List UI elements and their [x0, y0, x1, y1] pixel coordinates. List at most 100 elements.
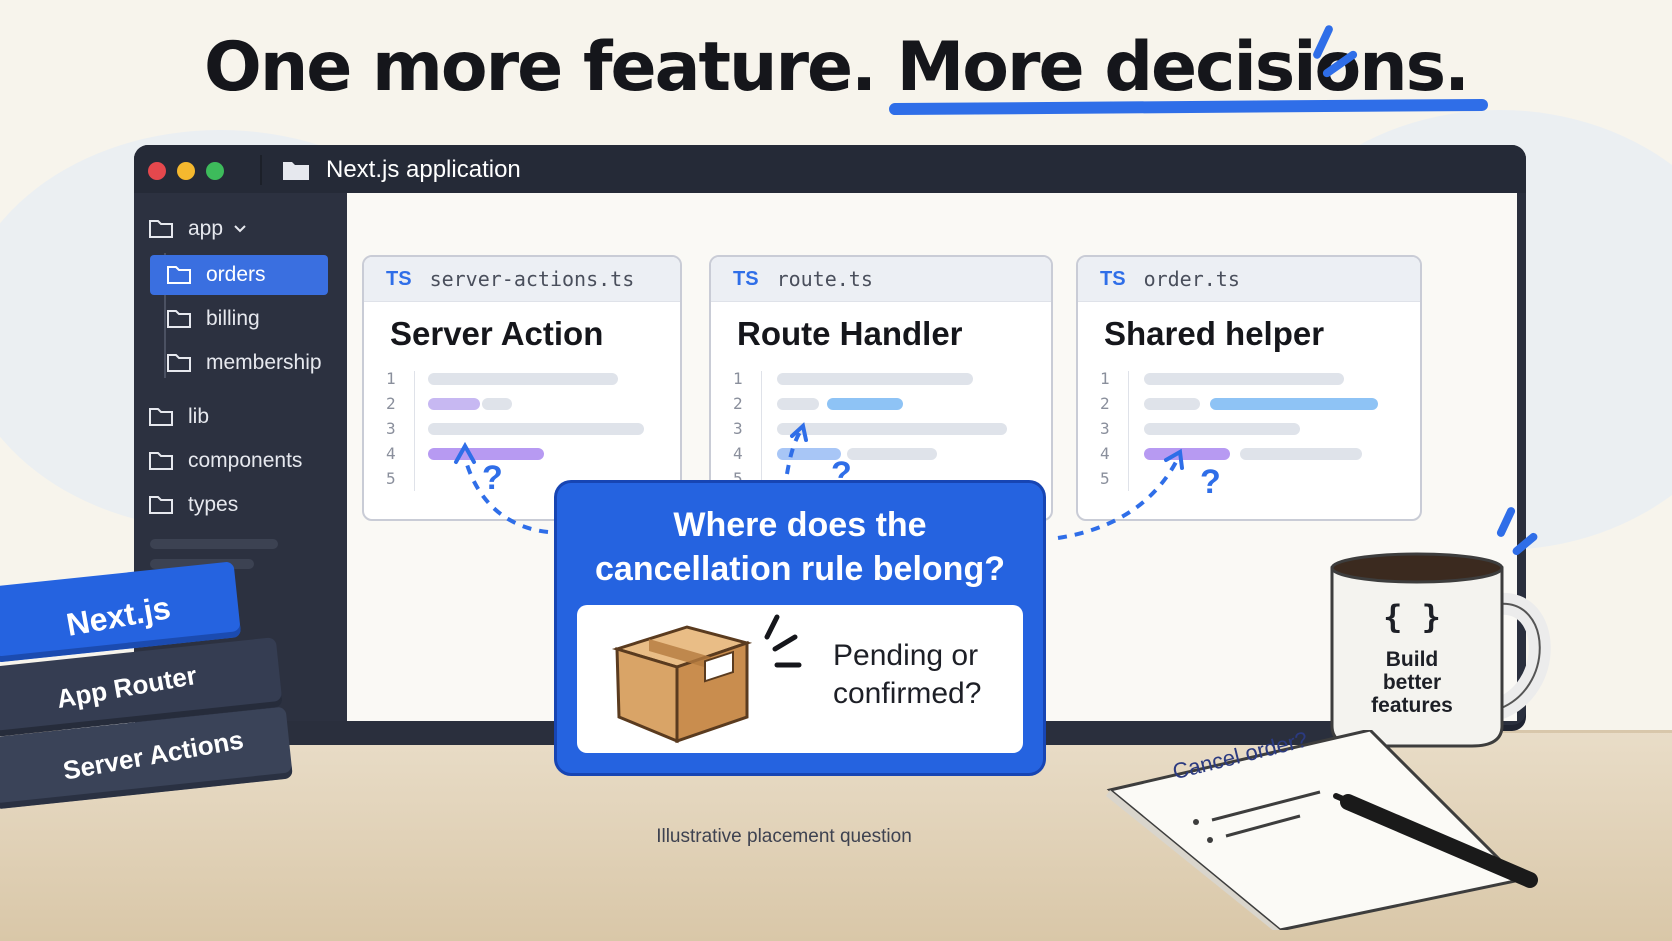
coffee-mug — [1330, 552, 1551, 748]
folder-icon — [149, 408, 173, 426]
code-line-placeholder — [1144, 423, 1300, 435]
sidebar-item-components[interactable]: components — [148, 441, 343, 481]
window-title: Next.js application — [326, 156, 521, 183]
line-number: 1 — [386, 369, 396, 388]
headline: One more feature. More decisions. — [0, 28, 1672, 116]
code-braces-icon: { } — [1383, 598, 1441, 636]
sidebar-item-lib[interactable]: lib — [148, 397, 338, 437]
folder-icon — [149, 452, 173, 470]
mug-label: Build better features — [1342, 648, 1482, 717]
line-number-gutter: 1 2 3 4 5 — [1100, 369, 1130, 494]
card-title: Shared helper — [1104, 315, 1325, 352]
file-card-route[interactable]: TS route.ts Route Handler 1 2 3 4 5 ? — [709, 255, 1053, 521]
line-number: 2 — [386, 394, 396, 413]
figure-caption: Illustrative placement question — [656, 826, 912, 847]
folder-icon — [283, 162, 309, 180]
sidebar-item-types[interactable]: types — [148, 485, 338, 525]
code-line-placeholder — [1144, 398, 1200, 410]
code-line-placeholder — [827, 398, 903, 410]
maximize-window-button[interactable] — [206, 162, 224, 180]
sidebar-item-label: billing — [206, 307, 260, 330]
line-number: 3 — [733, 419, 743, 438]
sidebar-placeholder-line — [150, 539, 278, 549]
code-line-placeholder — [428, 373, 618, 385]
card-title: Route Handler — [737, 315, 963, 352]
file-tab-name: route.ts — [776, 267, 873, 291]
file-card-server-actions[interactable]: TS server-actions.ts Server Action 1 2 3… — [362, 255, 682, 521]
file-card-order[interactable]: TS order.ts Shared helper 1 2 3 4 5 ? — [1076, 255, 1422, 521]
mug-label-line-2: better — [1382, 671, 1442, 694]
file-tab-name: server-actions.ts — [429, 267, 635, 291]
sidebar-item-membership[interactable]: membership — [166, 343, 346, 383]
line-number: 4 — [733, 444, 743, 463]
line-number: 3 — [1100, 419, 1110, 438]
notepad — [1106, 730, 1538, 930]
folder-icon — [167, 310, 191, 328]
typescript-badge: TS — [386, 267, 412, 290]
mug-label-line-3: features — [1371, 694, 1453, 717]
line-number-gutter: 1 2 3 4 5 — [733, 369, 763, 494]
code-line-placeholder — [428, 423, 644, 435]
line-number: 2 — [1100, 394, 1110, 413]
mug-label-line-1: Build — [1385, 648, 1439, 671]
headline-accent: More decisions. — [888, 28, 1489, 116]
folder-icon — [167, 266, 191, 284]
code-line-placeholder — [777, 398, 819, 410]
headline-part-1: One more feature. — [204, 28, 877, 107]
sidebar-item-label: membership — [206, 351, 322, 374]
chevron-down-icon[interactable] — [233, 224, 247, 234]
question-mark: ? — [482, 459, 503, 497]
gutter-divider — [414, 371, 415, 491]
code-line-placeholder — [428, 398, 480, 410]
question-mark: ? — [1200, 463, 1221, 501]
line-number: 4 — [386, 444, 396, 463]
file-tab[interactable]: TS server-actions.ts — [364, 257, 680, 302]
gutter-divider — [761, 371, 762, 491]
order-status-question: Pending or confirmed? — [833, 637, 1013, 713]
typescript-badge: TS — [733, 267, 759, 290]
folder-icon — [149, 220, 173, 238]
callout-question: Where does the cancellation rule belong? — [595, 506, 1005, 588]
sidebar-item-label: components — [188, 449, 303, 472]
code-line-placeholder — [482, 398, 512, 410]
code-line-placeholder — [1240, 448, 1362, 460]
status-line-1: Pending or — [833, 639, 979, 672]
code-line-placeholder — [847, 448, 937, 460]
question-callout: Where does the cancellation rule belong?… — [557, 483, 1043, 773]
minimize-window-button[interactable] — [177, 162, 195, 180]
sidebar-item-label: orders — [206, 263, 266, 286]
line-number: 5 — [733, 469, 743, 488]
sidebar-item-orders[interactable]: orders — [150, 255, 328, 295]
sidebar-item-label: types — [188, 493, 239, 516]
sidebar-item-label: app — [188, 217, 224, 240]
line-number: 1 — [1100, 369, 1110, 388]
file-tab[interactable]: TS route.ts — [711, 257, 1051, 302]
line-number-gutter: 1 2 3 4 5 — [386, 369, 416, 494]
file-tab[interactable]: TS order.ts — [1078, 257, 1420, 302]
code-line-placeholder — [1144, 373, 1344, 385]
card-title: Server Action — [390, 315, 604, 352]
line-number: 5 — [1100, 469, 1110, 488]
sidebar-item-label: lib — [188, 405, 210, 428]
file-tab-name: order.ts — [1143, 267, 1240, 291]
typescript-badge: TS — [1100, 267, 1126, 290]
package-box-icon — [611, 614, 802, 744]
folder-icon — [149, 496, 173, 514]
code-line-placeholder — [1144, 448, 1230, 460]
headline-part-2: More decisions. — [896, 28, 1470, 107]
code-line-placeholder — [777, 423, 1007, 435]
titlebar-divider — [260, 155, 262, 185]
sidebar-item-billing[interactable]: billing — [166, 299, 336, 339]
line-number: 4 — [1100, 444, 1110, 463]
window-titlebar: Next.js application — [134, 145, 1526, 193]
line-number: 1 — [733, 369, 743, 388]
code-line-placeholder — [1210, 398, 1378, 410]
gutter-divider — [1128, 371, 1129, 491]
line-number: 2 — [733, 394, 743, 413]
close-window-button[interactable] — [148, 162, 166, 180]
sidebar-item-app[interactable]: app — [148, 209, 338, 249]
code-line-placeholder — [777, 373, 973, 385]
status-line-2: confirmed? — [833, 677, 982, 710]
line-number: 5 — [386, 469, 396, 488]
folder-icon — [167, 354, 191, 372]
